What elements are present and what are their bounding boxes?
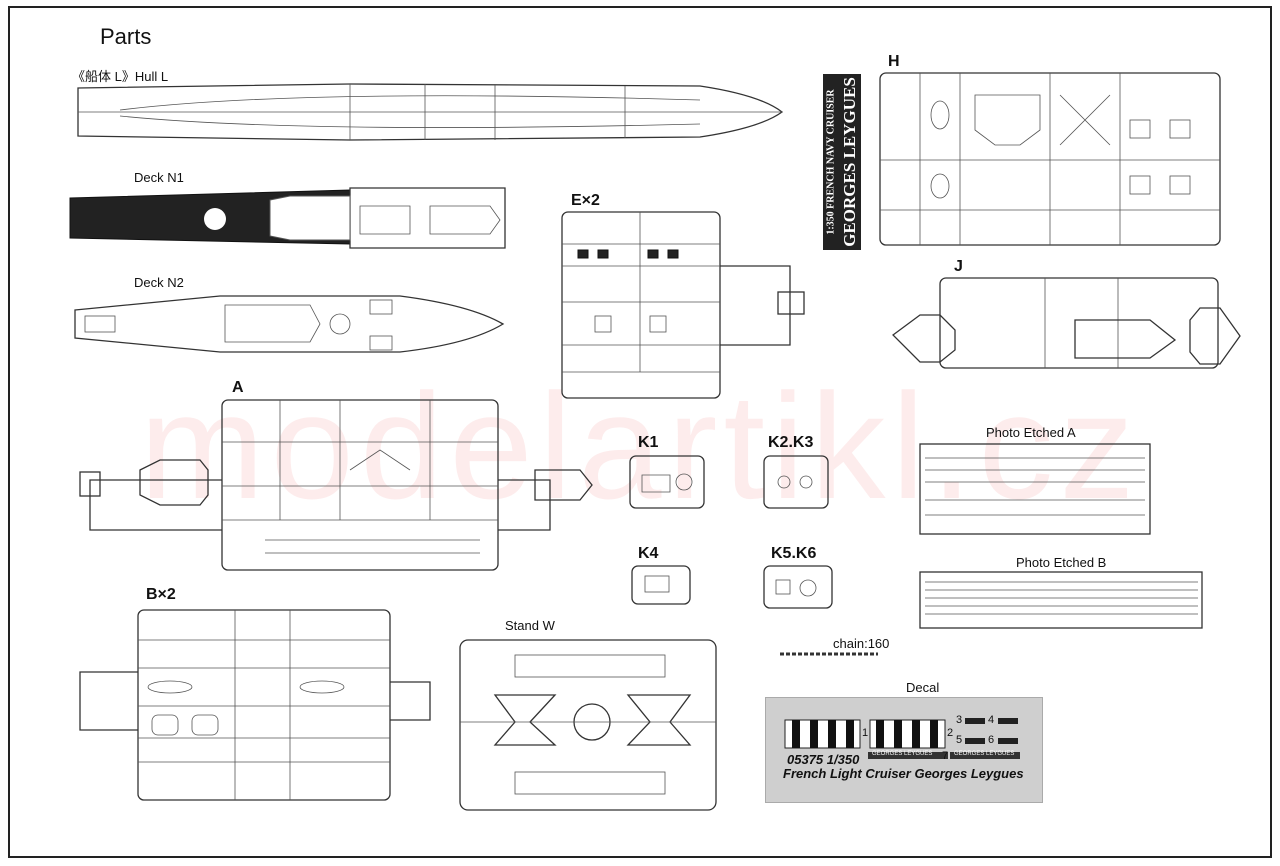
decal-number-5: 5 [956, 734, 963, 746]
sprue-a-label: A [232, 379, 244, 396]
sheet-frame [8, 6, 1272, 858]
decal-number-4: 4 [988, 714, 995, 726]
sprue-e-label: E×2 [571, 192, 600, 209]
sprue-h-label: H [888, 53, 900, 70]
decal-title: French Light Cruiser Georges Leygues [783, 766, 1024, 781]
sprue-k1-label: K1 [638, 434, 659, 451]
sprue-k23-label: K2.K3 [768, 434, 814, 451]
decal-strip-1: GEORGES LEYGUES [872, 751, 933, 757]
sprue-h-drawing [879, 72, 1221, 246]
stand-w-label: Stand W [505, 618, 555, 633]
sprue-b-label: B×2 [146, 586, 176, 603]
decal-number-1: 1 [862, 727, 869, 739]
photo-etched-b-drawing [919, 571, 1203, 629]
decal-number-3: 3 [956, 714, 963, 726]
decal-sheet [765, 697, 1043, 803]
deck-n2-drawing [74, 295, 505, 353]
decal-code: 05375 1/350 [787, 752, 860, 767]
decal-number-7: 7 [942, 750, 949, 762]
stand-w-drawing [459, 639, 717, 811]
sprue-k56-label: K5.K6 [771, 545, 817, 562]
deck-n1-label: Deck N1 [134, 170, 184, 185]
decal-label: Decal [906, 680, 940, 695]
sprue-e-drawing [561, 211, 805, 399]
sprue-j-label: J [954, 258, 963, 275]
pe-a-label: Photo Etched A [986, 425, 1076, 440]
chain-label: chain:160 [833, 636, 890, 651]
deck-n1-drawing [69, 187, 506, 249]
sprue-a-drawing [79, 399, 593, 571]
pe-b-label: Photo Etched B [1016, 555, 1107, 570]
decal-strip-2: GEORGES LEYGUES [954, 751, 1015, 757]
decal-number-2: 2 [947, 727, 954, 739]
hull-l-drawing [77, 83, 784, 141]
decal-number-6: 6 [988, 734, 995, 746]
sprue-k4-label: K4 [638, 545, 659, 562]
sprue-b-drawing [79, 609, 431, 801]
sprue-j-drawing [892, 277, 1241, 369]
photo-etched-a-drawing [919, 443, 1151, 535]
ship-name-plate: 1:350 FRENCH NAVY CRUISER GEORGES LEYGUE… [823, 74, 861, 250]
deck-n2-label: Deck N2 [134, 275, 184, 290]
sprue-k-drawing [629, 455, 833, 609]
hull-label: 《船体 L》Hull L [72, 69, 169, 84]
page-title: Parts [100, 24, 152, 49]
